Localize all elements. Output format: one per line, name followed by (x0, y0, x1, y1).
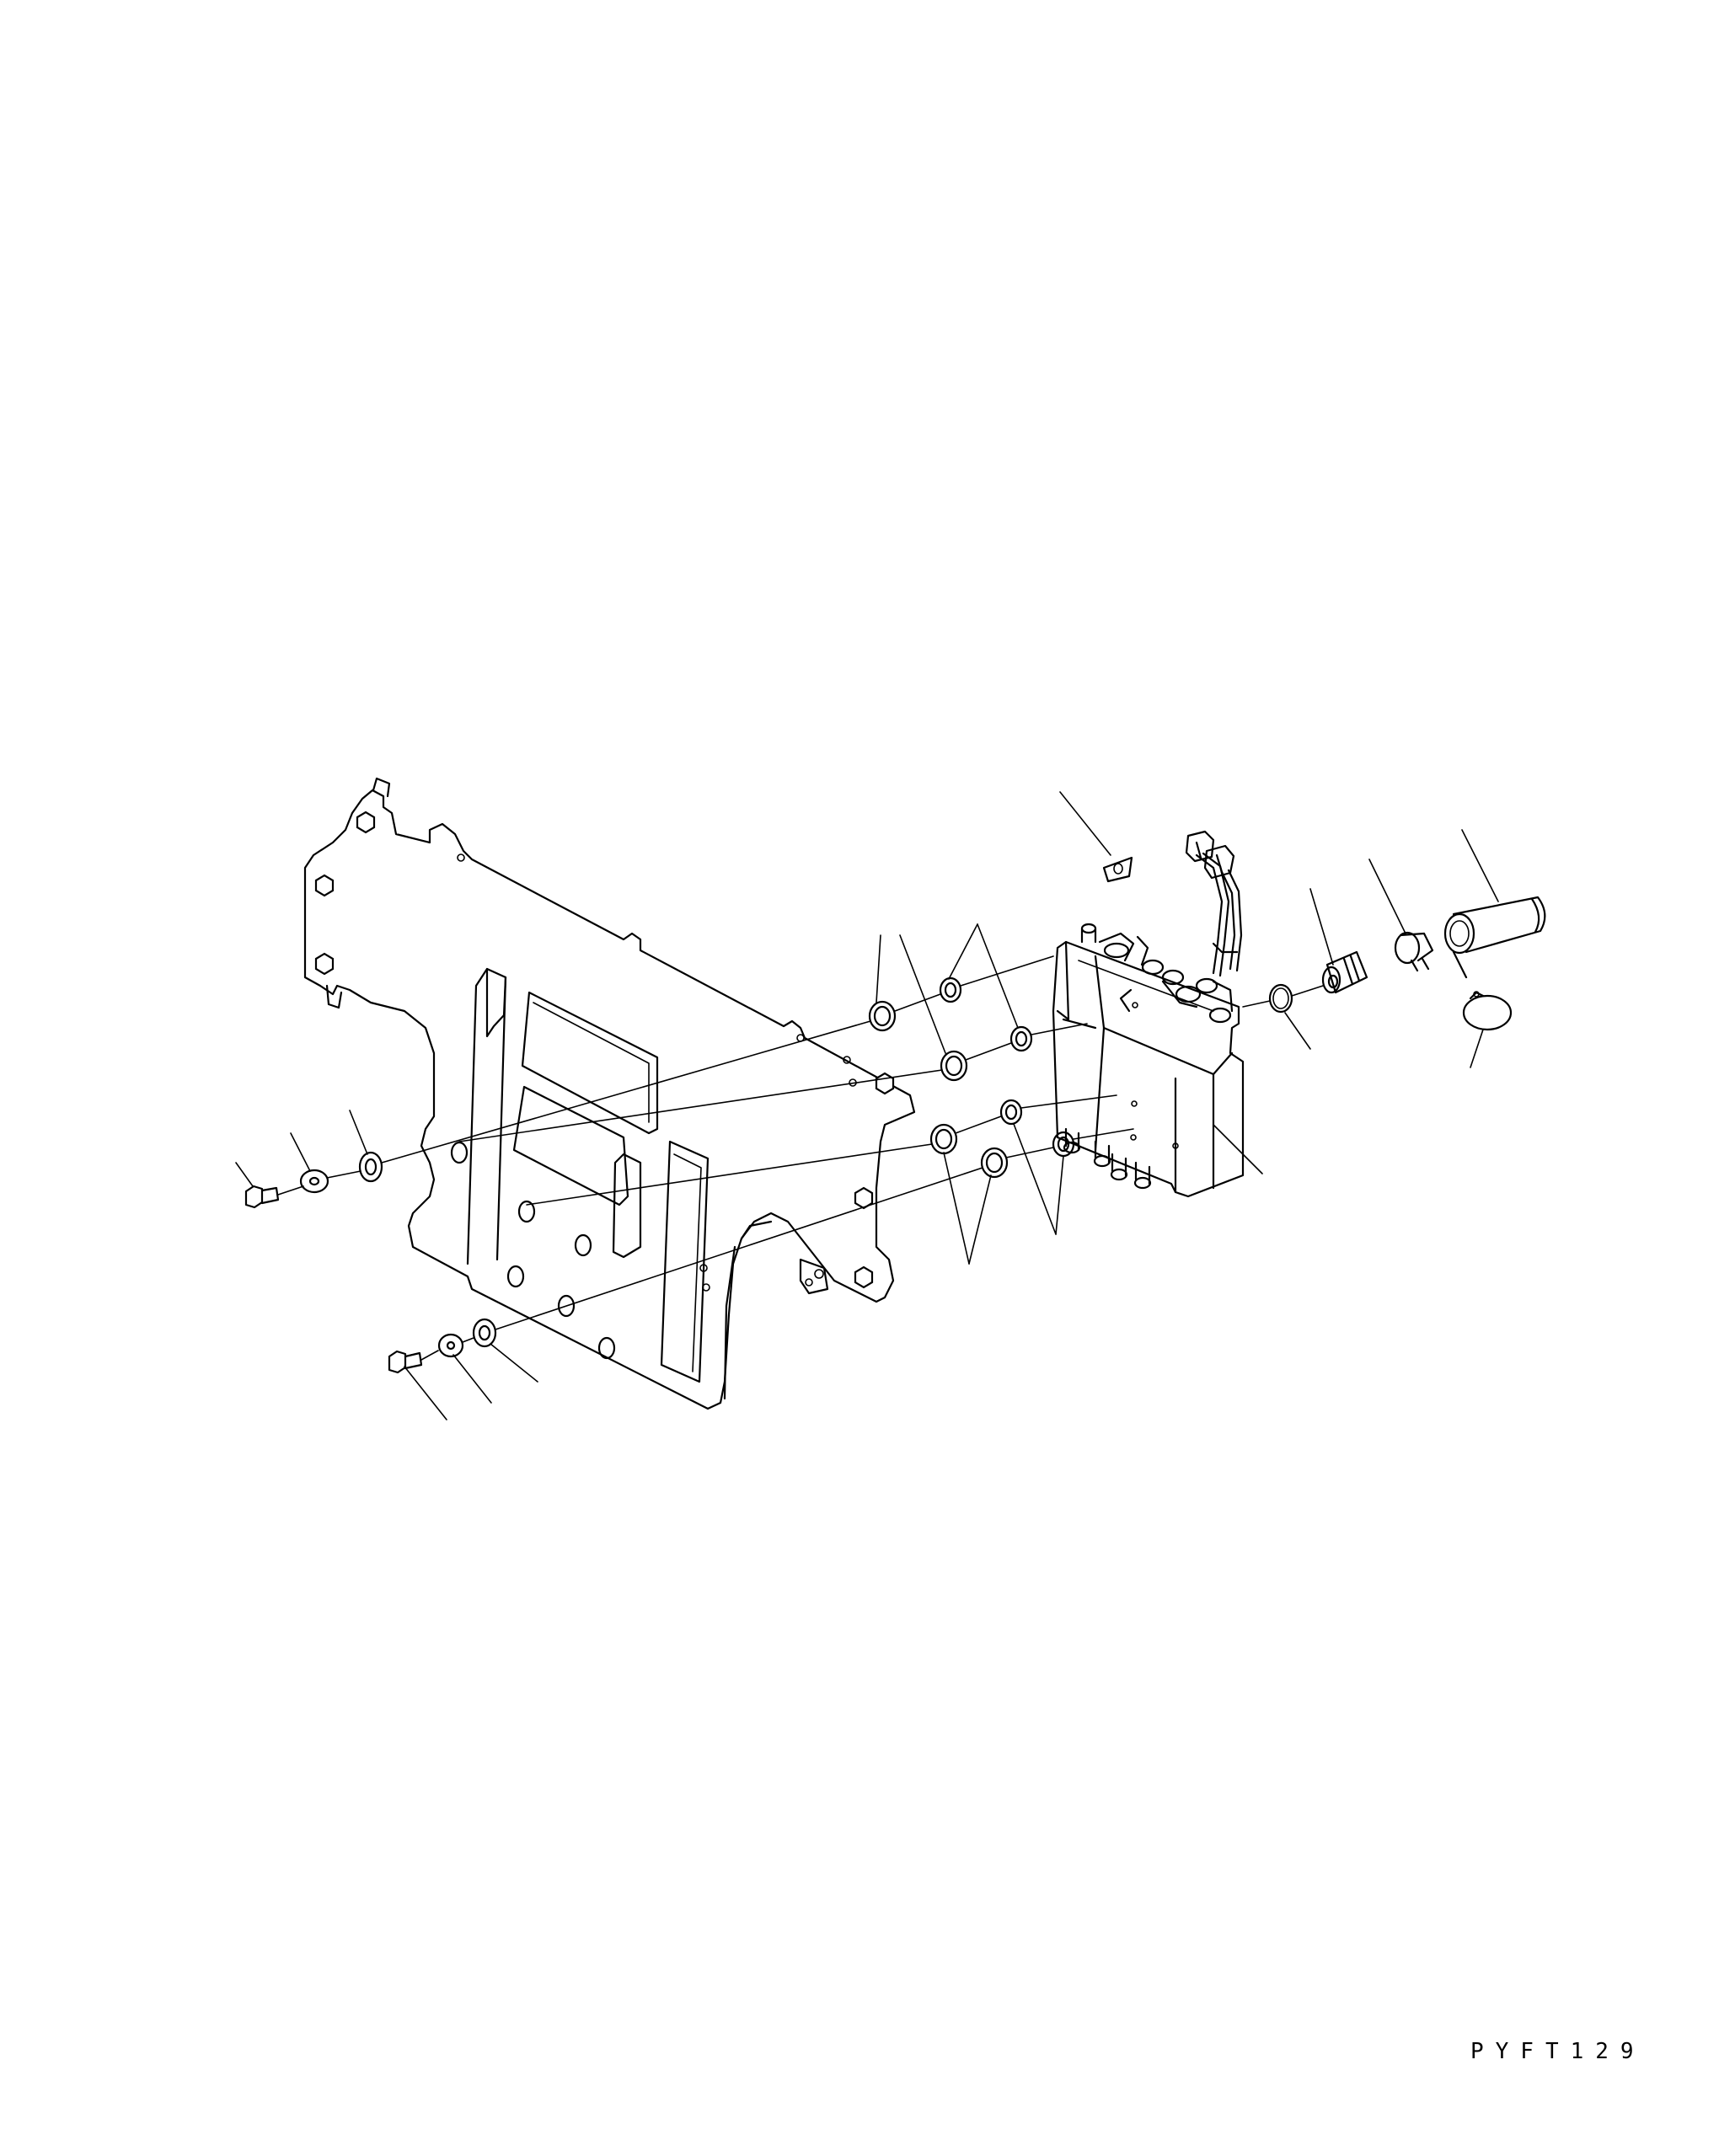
mounting-bracket (305, 778, 914, 1409)
drawing-code-label: PYFT129 (1470, 2039, 1646, 2064)
wire-harness (1186, 832, 1241, 976)
seal-rings (870, 978, 1074, 1177)
assembly-lines (278, 956, 1323, 1360)
valve-block (1053, 924, 1243, 1196)
right-fittings (1104, 858, 1545, 1030)
bolts-washers (246, 1153, 495, 1372)
leader-lines (236, 792, 1498, 1420)
